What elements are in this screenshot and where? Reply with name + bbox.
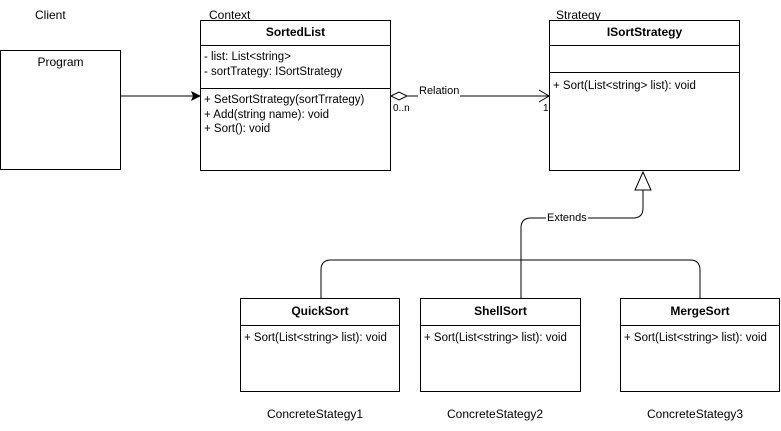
target-multiplicity: 1 — [543, 103, 549, 114]
relation-label: Relation — [418, 85, 461, 97]
shellsort-divider — [421, 325, 580, 326]
strategy-label: Strategy — [556, 8, 601, 22]
shellsort-class[interactable]: ShellSort + Sort(List<string> list): voi… — [420, 298, 581, 392]
isortstrategy-divider-top — [550, 45, 739, 46]
mergesort-method: + Sort(List<string> list): void — [624, 332, 767, 344]
concrete-strategy-3-label: ConcreteStategy3 — [647, 407, 744, 421]
isortstrategy-divider-bottom — [550, 72, 739, 73]
aggregation-relation — [389, 89, 550, 103]
sortedlist-method: + Sort(): void — [204, 123, 271, 135]
sortedlist-divider-top — [201, 45, 390, 46]
mergesort-class[interactable]: MergeSort + Sort(List<string> list): voi… — [620, 298, 780, 392]
quicksort-divider — [241, 325, 399, 326]
quicksort-title: QuickSort — [291, 304, 349, 318]
program-box[interactable]: Program — [0, 50, 121, 170]
quicksort-method: + Sort(List<string> list): void — [244, 332, 387, 344]
isortstrategy-interface[interactable]: ISortStrategy + Sort(List<string> list):… — [549, 20, 740, 171]
isortstrategy-method: + Sort(List<string> list): void — [553, 80, 696, 92]
sortedlist-method: + SetSortStrategy(sortTrrategy) — [204, 94, 365, 106]
shellsort-method: + Sort(List<string> list): void — [424, 332, 567, 344]
quicksort-class[interactable]: QuickSort + Sort(List<string> list): voi… — [240, 298, 400, 392]
source-multiplicity: 0..n — [393, 103, 410, 114]
program-title: Program — [37, 55, 84, 69]
shellsort-title: ShellSort — [474, 304, 527, 318]
sortedlist-attribute: - sortTrategy: ISortStrategy — [204, 66, 343, 78]
association-arrow — [121, 91, 201, 101]
isortstrategy-title: ISortStrategy — [606, 25, 683, 39]
sortedlist-title: SortedList — [265, 25, 326, 39]
sortedlist-class[interactable]: SortedList - list: List<string> - sortTr… — [200, 20, 391, 171]
sortedlist-method: + Add(string name): void — [204, 109, 329, 121]
concrete-strategy-2-label: ConcreteStategy2 — [447, 407, 544, 421]
context-label: Context — [209, 8, 251, 22]
concrete-strategy-1-label: ConcreteStategy1 — [267, 407, 364, 421]
sortedlist-divider-bottom — [201, 88, 390, 89]
sortedlist-attribute: - list: List<string> — [204, 51, 291, 63]
mergesort-title: MergeSort — [670, 304, 730, 318]
mergesort-divider — [621, 325, 779, 326]
extends-label: Extends — [546, 212, 588, 224]
generalization-tree — [320, 170, 701, 298]
client-label: Client — [35, 8, 66, 22]
